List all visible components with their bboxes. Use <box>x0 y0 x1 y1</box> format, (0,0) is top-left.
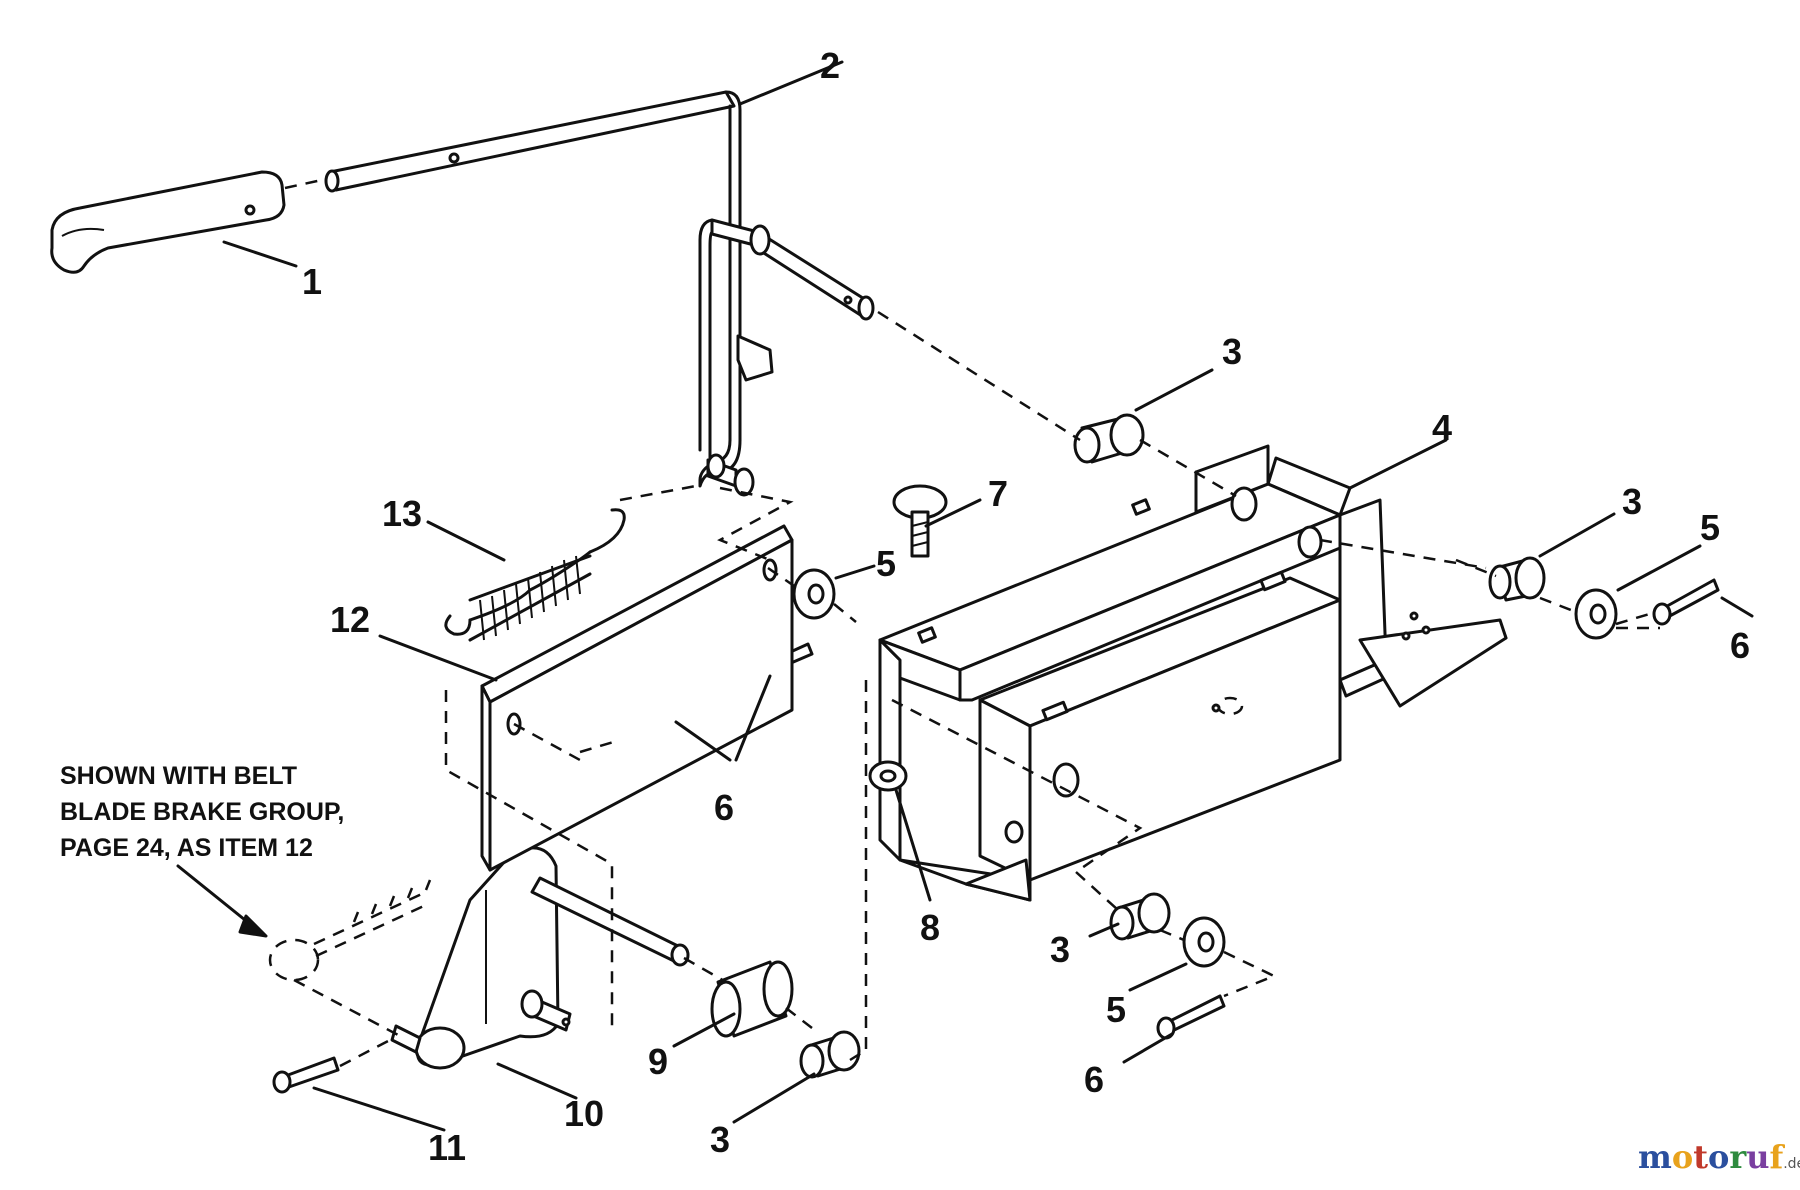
part-10-brake-arm <box>390 846 690 1070</box>
callout-5-lower: 5 <box>1106 989 1126 1030</box>
callout-6-left: 6 <box>714 787 734 828</box>
part-3-bushing-lower-right <box>1109 892 1171 941</box>
callout-4: 4 <box>1432 407 1452 448</box>
watermark-letter: r <box>1729 1138 1747 1176</box>
part-13-spring <box>444 508 626 642</box>
part-2-lever-rod <box>324 60 875 497</box>
part-ref-brake-rod-dashed <box>176 864 432 982</box>
watermark-letter: m <box>1638 1138 1672 1176</box>
part-1-handle-grip <box>50 170 323 274</box>
leader-lines <box>222 240 1754 1132</box>
part-6-cotter-pin-lower <box>1156 994 1226 1040</box>
part-11-cotter-pin <box>272 1056 340 1094</box>
callout-3-bottom: 3 <box>710 1119 730 1160</box>
watermark-letter: t <box>1693 1138 1708 1176</box>
callout-7: 7 <box>988 473 1008 514</box>
callout-13: 13 <box>382 493 422 534</box>
motoruf-watermark-logo: motoruf.de <box>1638 1138 1800 1176</box>
callout-8: 8 <box>920 907 940 948</box>
callout-6-right: 6 <box>1730 625 1750 666</box>
assembly-lines <box>293 310 1660 1068</box>
callout-5-left: 5 <box>876 543 896 584</box>
part-5-washer-left <box>792 568 836 620</box>
watermark-suffix: .de <box>1783 1156 1800 1172</box>
callout-9: 9 <box>648 1041 668 1082</box>
part-9-spacer <box>710 960 794 1038</box>
part-4-mounting-bracket <box>878 438 1508 902</box>
reference-note-line-2: BLADE BRAKE GROUP, <box>60 798 345 826</box>
watermark-letter: f <box>1769 1138 1784 1176</box>
watermark-letter: o <box>1707 1138 1730 1176</box>
part-6-cotter-pin-right <box>1652 578 1720 626</box>
reference-note: SHOWN WITH BELT BLADE BRAKE GROUP, PAGE … <box>60 758 344 866</box>
callout-labels: 1 2 3 4 3 5 6 7 13 12 5 6 8 3 5 6 9 3 10… <box>302 45 1750 1168</box>
part-5-washer-lower <box>1182 916 1226 968</box>
reference-note-line-3: PAGE 24, AS ITEM 12 <box>60 834 313 862</box>
callout-6-lower: 6 <box>1084 1059 1104 1100</box>
watermark-letter: o <box>1671 1138 1694 1176</box>
part-3-bushing-upper <box>1073 413 1145 464</box>
part-7-carriage-bolt <box>892 484 948 558</box>
callout-2: 2 <box>820 45 840 86</box>
callout-3-lower-right: 3 <box>1050 929 1070 970</box>
callout-12: 12 <box>330 599 370 640</box>
part-3-bushing-right <box>1488 556 1546 602</box>
watermark-letter: u <box>1746 1138 1770 1176</box>
part-12-plate <box>480 524 794 872</box>
callout-11: 11 <box>428 1127 466 1168</box>
part-5-washer-right <box>1574 588 1618 640</box>
callout-5-right: 5 <box>1700 507 1720 548</box>
part-3-bushing-bottom <box>799 1030 861 1079</box>
callout-3-right: 3 <box>1622 481 1642 522</box>
reference-note-line-1: SHOWN WITH BELT <box>60 762 297 790</box>
callout-1: 1 <box>302 261 322 302</box>
callout-10: 10 <box>564 1093 604 1134</box>
part-8-lock-nut <box>868 760 908 792</box>
callout-3-upper: 3 <box>1222 331 1242 372</box>
